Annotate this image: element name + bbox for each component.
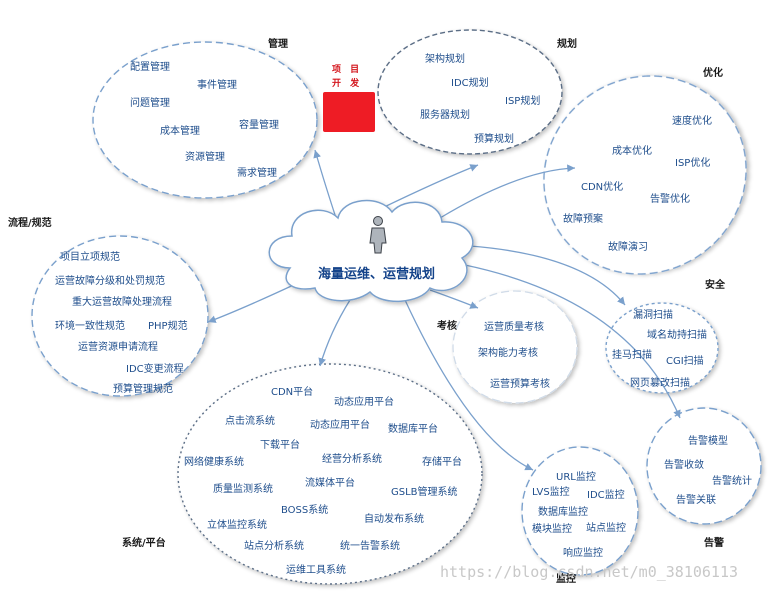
- bubble-xitong: [177, 363, 483, 585]
- node-item: 挂马扫描: [612, 350, 652, 361]
- node-item: 点击流系统: [225, 416, 275, 427]
- node-item: 漏洞扫描: [633, 310, 673, 321]
- edge-guihua: [377, 164, 479, 211]
- bubble-anquan: [605, 302, 719, 394]
- node-item: IDC变更流程: [126, 364, 184, 375]
- group-label-anquan: 安全: [705, 280, 725, 291]
- node-item: 告警关联: [676, 495, 716, 506]
- node-item: CGI扫描: [666, 356, 704, 367]
- group-label-gaojing: 告警: [704, 538, 724, 549]
- edge-liucheng: [207, 281, 301, 323]
- node-item: URL监控: [556, 472, 596, 483]
- group-label-kaohe: 考核: [437, 321, 457, 332]
- node-item: 架构规划: [425, 54, 465, 65]
- group-label-liucheng: 流程/规范: [8, 218, 52, 229]
- watermark: https://blog.csdn.net/m0_38106113: [440, 563, 739, 581]
- person-icon: [369, 216, 387, 254]
- node-item: 容量管理: [239, 120, 279, 131]
- node-item: 立体监控系统: [207, 520, 267, 531]
- node-item: 重大运营故障处理流程: [72, 297, 172, 308]
- node-item: 配置管理: [130, 62, 170, 73]
- node-item: CDN优化: [581, 182, 624, 193]
- node-item: 质量监测系统: [213, 484, 273, 495]
- node-item: 预算管理规范: [113, 384, 173, 395]
- node-item: 故障预案: [563, 214, 603, 225]
- node-item: CDN平台: [271, 387, 314, 398]
- node-item: 运营预算考核: [490, 379, 550, 390]
- node-item: 数据库平台: [388, 424, 438, 435]
- node-item: 预算规划: [474, 134, 514, 145]
- node-item: 运营质量考核: [484, 322, 544, 333]
- node-item: 告警模型: [688, 436, 728, 447]
- node-item: 问题管理: [130, 98, 170, 109]
- node-item: GSLB管理系统: [391, 487, 458, 498]
- edge-kaohe: [429, 289, 479, 309]
- node-item: 告警统计: [712, 476, 752, 487]
- node-item: 运营故障分级和处罚规范: [55, 276, 165, 287]
- node-item: IDC规划: [451, 78, 489, 89]
- node-item: 资源管理: [185, 152, 225, 163]
- center-cloud: [268, 199, 474, 303]
- group-label-jiankong: 监控: [556, 574, 576, 585]
- node-item: 速度优化: [672, 116, 712, 127]
- node-item: 环境一致性规范: [55, 321, 125, 332]
- center-title: 海量运维、运营规划: [318, 267, 436, 282]
- project-dev-label-2: 开 发: [332, 79, 363, 89]
- bubble-kaohe: [452, 290, 578, 404]
- node-item: 运维工具系统: [286, 565, 346, 576]
- group-label-youhua: 优化: [703, 68, 723, 79]
- node-item: 运营资源申请流程: [78, 342, 158, 353]
- node-item: PHP规范: [148, 321, 188, 332]
- node-item: 告警优化: [650, 194, 690, 205]
- edge-jiankong: [404, 299, 534, 471]
- node-item: 需求管理: [237, 168, 277, 179]
- group-label-guanli: 管理: [268, 39, 288, 50]
- node-item: 域名劫持扫描: [647, 330, 707, 341]
- node-item: BOSS系统: [281, 505, 329, 516]
- node-item: IDC监控: [587, 490, 625, 501]
- bubble-guanli: [92, 41, 318, 199]
- edge-youhua: [439, 164, 576, 219]
- node-item: 经营分析系统: [322, 454, 382, 465]
- node-item: 服务器规划: [420, 110, 470, 121]
- node-item: 自动发布系统: [364, 514, 424, 525]
- node-item: 动态应用平台: [310, 420, 370, 431]
- bubble-jiankong: [521, 446, 639, 576]
- node-item: 站点分析系统: [244, 541, 304, 552]
- group-label-guihua: 规划: [557, 39, 577, 50]
- edge-xitong: [318, 299, 351, 367]
- node-item: 成本优化: [612, 146, 652, 157]
- edge-gaojing: [464, 264, 681, 419]
- node-item: 网络健康系统: [184, 457, 244, 468]
- node-item: 网页篡改扫描: [630, 378, 690, 389]
- bubble-youhua: [543, 75, 747, 275]
- node-item: ISP优化: [675, 158, 711, 169]
- node-item: 站点监控: [586, 523, 626, 534]
- bubble-guihua: [377, 29, 563, 155]
- node-item: 流媒体平台: [305, 478, 355, 489]
- node-item: 统一告警系统: [340, 541, 400, 552]
- group-label-xitong: 系统/平台: [122, 538, 166, 549]
- node-item: 项目立项规范: [60, 252, 120, 263]
- node-item: 告警收敛: [664, 460, 704, 471]
- node-item: LVS监控: [532, 487, 570, 498]
- bubble-gaojing: [646, 407, 762, 525]
- edge-anquan: [469, 245, 626, 306]
- node-item: 架构能力考核: [478, 348, 538, 359]
- node-item: 数据库监控: [538, 507, 588, 518]
- project-dev-box: [323, 92, 375, 132]
- node-item: 事件管理: [197, 80, 237, 91]
- node-item: ISP规划: [505, 96, 541, 107]
- node-item: 响应监控: [563, 548, 603, 559]
- node-item: 故障演习: [608, 242, 648, 253]
- node-item: 下载平台: [260, 440, 300, 451]
- node-item: 成本管理: [160, 126, 200, 137]
- project-dev-label-1: 项 目: [332, 65, 363, 75]
- node-item: 存储平台: [422, 457, 462, 468]
- node-item: 模块监控: [532, 524, 572, 535]
- node-item: 动态应用平台: [334, 397, 394, 408]
